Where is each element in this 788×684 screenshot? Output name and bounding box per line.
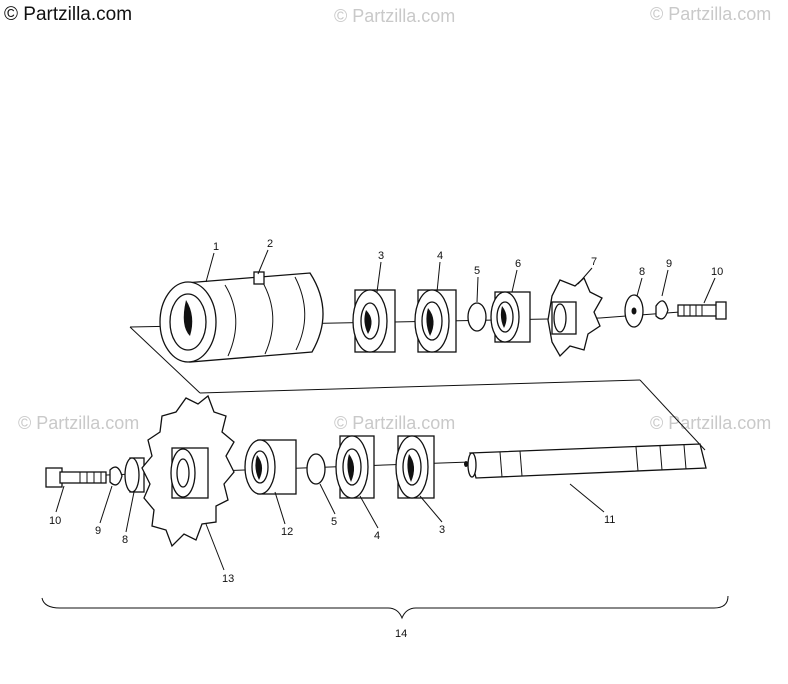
callout-4: 4 (437, 250, 443, 262)
callout-6: 6 (515, 258, 521, 270)
callout-2: 2 (267, 238, 273, 250)
partzilla-watermark: © Partzilla.com (18, 413, 140, 433)
partzilla-watermark: © Partzilla.com (650, 413, 772, 433)
partzilla-watermark: © Partzilla.com (334, 6, 456, 26)
snap-ring-upper-part (467, 302, 487, 332)
bearing-lower-part (395, 435, 435, 499)
drive-housing-part (159, 271, 324, 363)
callout-9-lower: 9 (95, 525, 101, 537)
callout-7: 7 (591, 256, 597, 268)
callout-10: 10 (711, 266, 723, 278)
partzilla-watermark: © Partzilla.com (334, 413, 456, 433)
bearing-4-upper-part (414, 289, 457, 353)
washer-upper-part (624, 294, 644, 328)
lock-washer-upper-part (655, 300, 669, 320)
callout-8: 8 (639, 266, 645, 278)
callouts: 1 2 3 4 5 6 7 8 9 10 10 9 8 13 12 5 4 3 … (49, 238, 723, 640)
lock-washer-lower-part (109, 466, 123, 486)
spacer-12-part (244, 439, 297, 495)
bearing-4-lower-part (335, 435, 375, 499)
leader-lines (55, 249, 716, 571)
large-sprocket-part (141, 394, 235, 548)
callout-9: 9 (666, 258, 672, 270)
callout-13: 13 (222, 573, 234, 585)
snap-ring-lower-part (306, 453, 326, 485)
callout-3: 3 (378, 250, 384, 262)
callout-4-lower: 4 (374, 530, 380, 542)
small-sprocket-part (547, 276, 603, 358)
washer-lower-part (124, 457, 145, 493)
callout-11: 11 (604, 514, 615, 526)
callout-14: 14 (395, 628, 407, 640)
drive-shaft-part (464, 443, 707, 479)
callout-5: 5 (474, 265, 480, 277)
callout-10-lower: 10 (49, 515, 61, 527)
spacer-part (490, 291, 531, 343)
bolt-upper-part (677, 301, 727, 320)
callout-12: 12 (281, 526, 293, 538)
bearing-upper-part (352, 289, 396, 353)
callout-1: 1 (213, 241, 219, 253)
partzilla-watermark-main: © Partzilla.com (4, 4, 133, 25)
partzilla-watermark: © Partzilla.com (650, 4, 772, 24)
assembly-bracket (41, 595, 729, 620)
callout-5-lower: 5 (331, 516, 337, 528)
bolt-lower-part (45, 467, 107, 488)
callout-3-lower: 3 (439, 524, 445, 536)
callout-8-lower: 8 (122, 534, 128, 546)
